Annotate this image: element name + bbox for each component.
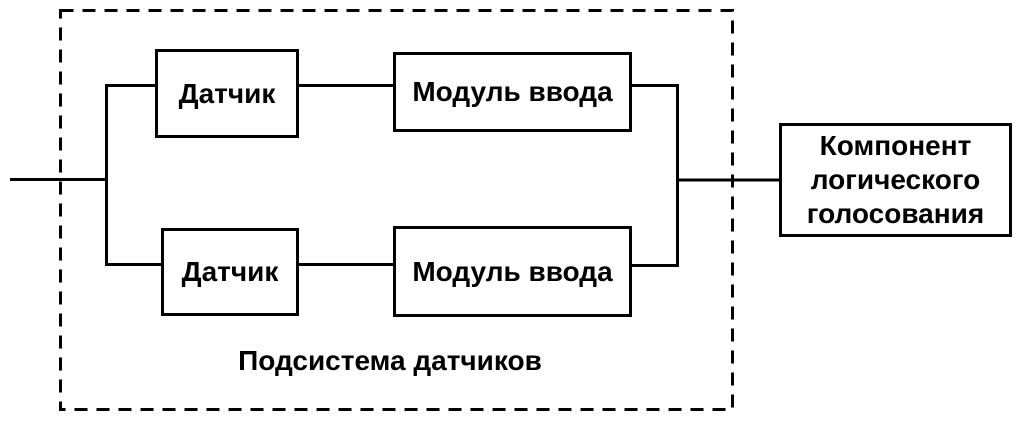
block-input-module-2-label: Модуль ввода	[412, 255, 613, 287]
subsystem-dashed-boundary	[59, 9, 734, 411]
connector-group	[10, 9, 781, 411]
subsystem-caption: Подсистема датчиков	[238, 345, 542, 376]
block-input-module-1: Модуль ввода	[393, 52, 632, 132]
block-voting-component: Компонент логического голосования	[779, 123, 1012, 237]
block-input-module-1-label: Модуль ввода	[412, 76, 613, 107]
block-sensor-1: Датчик	[155, 49, 299, 138]
block-sensor-2-label: Датчик	[181, 256, 279, 287]
block-input-module-2: Модуль ввода	[393, 226, 632, 317]
block-voting-component-label: Компонент логического голосования	[806, 130, 985, 229]
block-sensor-2: Датчик	[161, 228, 299, 316]
block-sensor-1-label: Датчик	[178, 77, 276, 109]
